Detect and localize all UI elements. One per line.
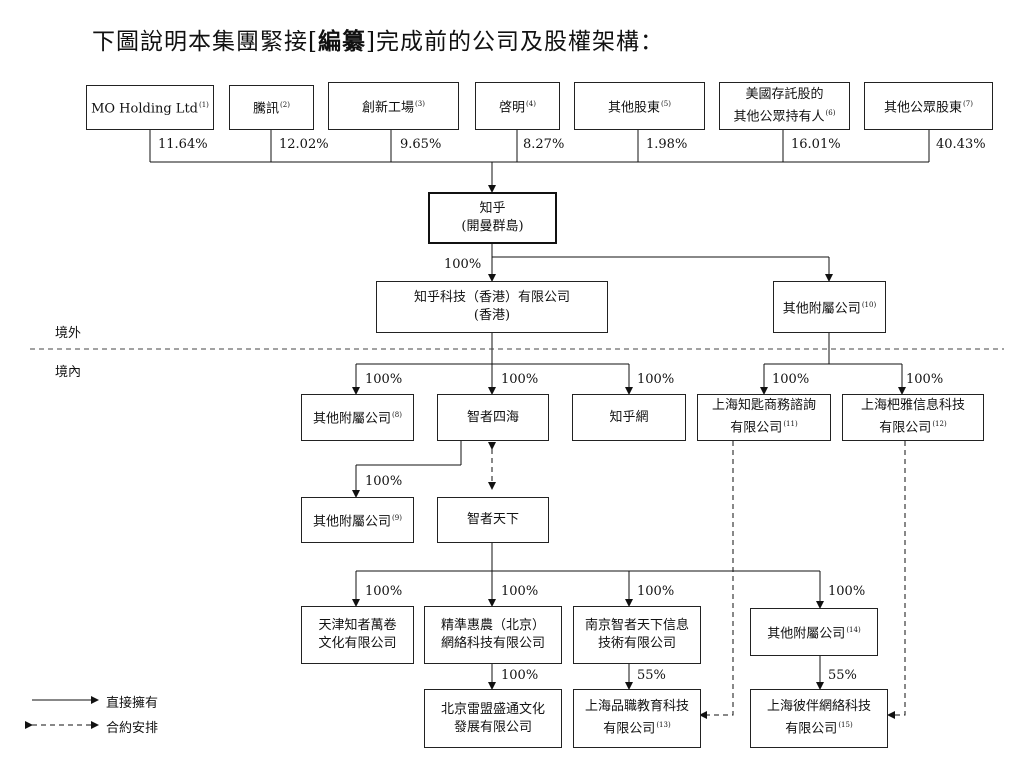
pct-tencent: 12.02%	[279, 137, 329, 152]
company-zhihu-net: 知乎網	[572, 394, 686, 441]
pct-zhizhe-sihai: 100%	[501, 372, 539, 387]
shareholder-other-public: 其他公眾股東(7)	[864, 82, 993, 130]
pct-innovation-works: 9.65%	[400, 137, 442, 152]
company-other-subsidiaries-9: 其他附屬公司(9)	[301, 497, 414, 543]
pct-mo-holding: 11.64%	[158, 137, 208, 152]
company-shanghai-baya: 上海杷雅信息科技 有限公司(12)	[842, 394, 984, 441]
company-other-subsidiaries-8: 其他附屬公司(8)	[301, 394, 414, 441]
company-zhihu-cayman: 知乎 (開曼群島)	[428, 192, 557, 244]
region-offshore-label: 境外	[55, 326, 82, 341]
company-shanghai-biban: 上海彼伴網絡科技 有限公司(15)	[750, 689, 888, 748]
pct-pinzhi: 55%	[637, 668, 666, 683]
pct-zhihu-net: 100%	[637, 372, 675, 387]
pct-zhiti: 100%	[772, 372, 810, 387]
pct-other8: 100%	[365, 372, 403, 387]
company-zhihu-hk: 知乎科技（香港）有限公司 (香港)	[376, 281, 608, 333]
pct-biban: 55%	[828, 668, 857, 683]
pct-leimeng: 100%	[501, 668, 539, 683]
company-other-subsidiaries-10: 其他附屬公司(10)	[773, 281, 886, 333]
shareholder-tencent: 騰訊(2)	[229, 85, 314, 130]
pct-jingzhun: 100%	[501, 584, 539, 599]
page-title: 下圖說明本集團緊接[編纂]完成前的公司及股權架構：	[92, 28, 664, 55]
company-tianjin-zhizhe: 天津知者萬卷 文化有限公司	[301, 606, 414, 664]
pct-other-public: 40.43%	[936, 137, 986, 152]
shareholder-other-shareholders: 其他股東(5)	[574, 82, 705, 130]
company-nanjing-zhizhe: 南京智者天下信息 技術有限公司	[573, 606, 701, 664]
pct-nanjing: 100%	[637, 584, 675, 599]
company-beijing-leimeng: 北京雷盟盛通文化 發展有限公司	[424, 689, 562, 748]
company-shanghai-zhiti: 上海知匙商務諮詢 有限公司(11)	[697, 394, 831, 441]
pct-other14: 100%	[828, 584, 866, 599]
shareholder-innovation-works: 創新工場(3)	[328, 82, 459, 130]
shareholder-ads-public-holders: 美國存託股的 其他公眾持有人(6)	[719, 82, 850, 130]
pct-qiming: 8.27%	[523, 137, 565, 152]
pct-baya: 100%	[906, 372, 944, 387]
company-zhizhe-sihai: 智者四海	[437, 394, 549, 441]
region-onshore-label: 境內	[55, 365, 82, 380]
legend-direct-ownership: 直接擁有	[106, 696, 159, 711]
pct-other-shareholders: 1.98%	[646, 137, 688, 152]
pct-hk: 100%	[444, 257, 482, 272]
company-zhizhe-tianxia: 智者天下	[437, 497, 549, 543]
shareholder-qiming: 啓明(4)	[475, 82, 560, 130]
shareholder-mo-holding: MO Holding Ltd(1)	[86, 85, 214, 130]
pct-other9: 100%	[365, 474, 403, 489]
pct-ads-public-holders: 16.01%	[791, 137, 841, 152]
legend-contractual-arrangement: 合約安排	[106, 721, 159, 736]
company-other-subsidiaries-14: 其他附屬公司(14)	[750, 608, 878, 656]
pct-tianjin: 100%	[365, 584, 403, 599]
company-jingzhun-huinong: 精準惠農（北京） 網絡科技有限公司	[424, 606, 562, 664]
company-shanghai-pinzhi: 上海品職教育科技 有限公司(13)	[573, 689, 701, 748]
